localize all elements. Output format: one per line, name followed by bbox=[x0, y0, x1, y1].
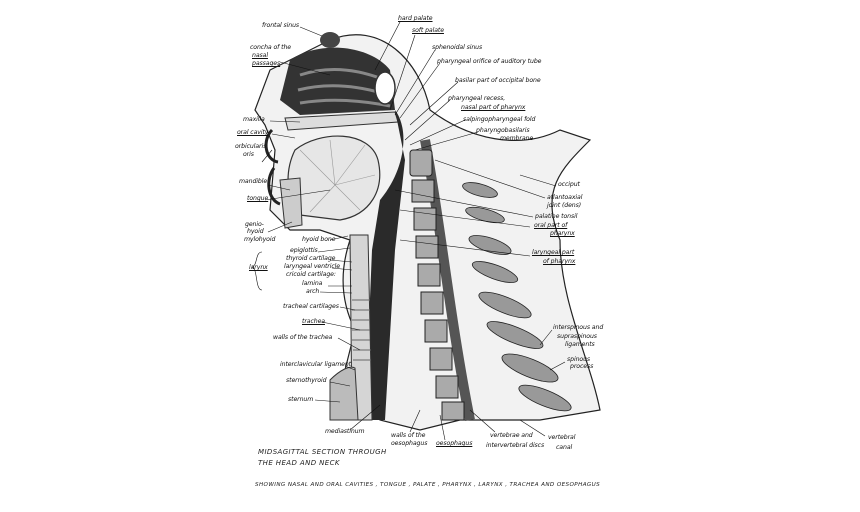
label-spinous-2: process bbox=[570, 363, 594, 370]
label-walls-trachea: walls of the trachea bbox=[273, 334, 333, 341]
label-laryngeal-pharynx-1: laryngeal part bbox=[532, 249, 575, 256]
nasal-cavity bbox=[280, 47, 395, 115]
label-walls-oesophagus-2: oesophagus bbox=[391, 440, 428, 447]
label-cricoid-cartilage: cricoid cartilage: bbox=[286, 271, 336, 278]
tongue-fibers bbox=[299, 139, 376, 213]
label-interspinous-2: supraspinous bbox=[557, 333, 597, 340]
label-concha-3: passages bbox=[252, 60, 281, 67]
label-orbicularis-2: oris bbox=[243, 151, 254, 158]
vertebrae bbox=[409, 149, 465, 421]
label-geniohyoid-1: genio- bbox=[245, 221, 264, 228]
label-occiput: occiput bbox=[558, 181, 580, 188]
label-hyoid-bone: hyoid bone bbox=[302, 236, 336, 243]
label-atlantoaxial-2: joint (dens) bbox=[547, 202, 582, 209]
label-auditory-tube: pharyngeal orifice of auditory tube bbox=[437, 58, 542, 65]
label-orbicularis-1: orbicularis bbox=[235, 143, 267, 150]
tongue-shape bbox=[287, 135, 381, 221]
label-maxilla: maxilla bbox=[243, 116, 265, 123]
label-atlantoaxial-1: atlantoaxial bbox=[547, 194, 583, 201]
frontal-sinus-shape bbox=[320, 32, 340, 48]
label-laryngeal-pharynx-2: of pharynx bbox=[543, 258, 576, 265]
label-mandible: mandible bbox=[239, 178, 268, 185]
label-vertebrae-2: intervertebral discs bbox=[486, 442, 545, 449]
label-oral-pharynx-2: pharynx bbox=[550, 230, 575, 237]
label-vertebrae-1: vertebrae and bbox=[490, 432, 533, 439]
label-trachea: trachea bbox=[302, 318, 325, 325]
label-oral-pharynx-1: oral part of bbox=[534, 222, 568, 229]
label-walls-oesophagus-1: walls of the bbox=[391, 432, 426, 439]
leader-lines bbox=[251, 21, 566, 441]
caption-title-2: THE HEAD AND NECK bbox=[258, 459, 340, 467]
label-concha-1: concha of the bbox=[250, 44, 291, 51]
sternum-shape bbox=[329, 366, 359, 421]
label-pharyngeal-recess: pharyngeal recess, bbox=[448, 95, 506, 102]
caption-title-1: MIDSAGITTAL SECTION THROUGH bbox=[258, 448, 387, 456]
pharynx-shape bbox=[365, 110, 405, 420]
label-tongue: tongue bbox=[247, 195, 269, 202]
label-concha-2: nasal bbox=[252, 52, 268, 59]
label-palatine-tonsil: palatine tonsil bbox=[535, 213, 578, 220]
label-nasal-pharynx: nasal part of pharynx bbox=[461, 104, 526, 111]
label-pharyngobasilaris-1: pharyngobasilaris bbox=[476, 127, 530, 134]
mandible-shape bbox=[279, 177, 303, 229]
label-epiglottis: epiglottis bbox=[290, 247, 318, 254]
label-interclavicular: interclavicular ligament bbox=[280, 361, 351, 368]
label-mediastinum: mediastinum bbox=[325, 428, 365, 435]
label-arch: arch bbox=[306, 288, 320, 295]
label-vertebral-canal-1: vertebral bbox=[548, 434, 576, 441]
tracheal-rings bbox=[352, 299, 371, 361]
label-spinous-1: spinous bbox=[567, 356, 591, 363]
label-larynx: larynx bbox=[249, 264, 268, 271]
label-vertebral-canal-2: canal bbox=[556, 444, 573, 451]
label-tracheal-cartilages: tracheal cartilages bbox=[283, 303, 339, 310]
label-oral-cavity: oral cavity bbox=[237, 129, 269, 136]
caption-subtitle: SHOWING NASAL AND ORAL CAVITIES , TONGUE… bbox=[255, 482, 601, 488]
label-sternothyroid: sternothyroid bbox=[286, 377, 327, 384]
label-sphenoidal-sinus: sphenoidal sinus bbox=[432, 44, 483, 51]
label-thyroid-cartilage: thyroid cartilage bbox=[286, 255, 336, 262]
label-basilar: basilar part of occipital bone bbox=[455, 77, 541, 84]
sphenoidal-sinus-shape bbox=[374, 71, 396, 105]
label-soft-palate: soft palate bbox=[412, 27, 444, 34]
label-lamina: lamina bbox=[302, 280, 323, 287]
label-hard-palate: hard palate bbox=[398, 15, 433, 22]
lips-shape bbox=[264, 128, 281, 206]
label-geniohyoid-2: hyoid bbox=[247, 228, 264, 235]
label-laryngeal-ventricle: laryngeal ventricle bbox=[284, 263, 340, 270]
label-salpingopharyngeal: salpingopharyngeal fold bbox=[463, 116, 536, 123]
label-mylohyoid: mylohyoid bbox=[244, 236, 276, 243]
label-interspinous-3: ligaments bbox=[565, 341, 595, 348]
spinous-processes bbox=[462, 182, 572, 412]
label-sternum: sternum bbox=[288, 396, 314, 403]
label-interspinous-1: interspinous and bbox=[553, 324, 604, 331]
label-frontal-sinus: frontal sinus bbox=[262, 22, 300, 29]
label-oesophagus: oesophagus bbox=[436, 440, 473, 447]
label-pharyngobasilaris-2: membrane bbox=[500, 135, 534, 142]
